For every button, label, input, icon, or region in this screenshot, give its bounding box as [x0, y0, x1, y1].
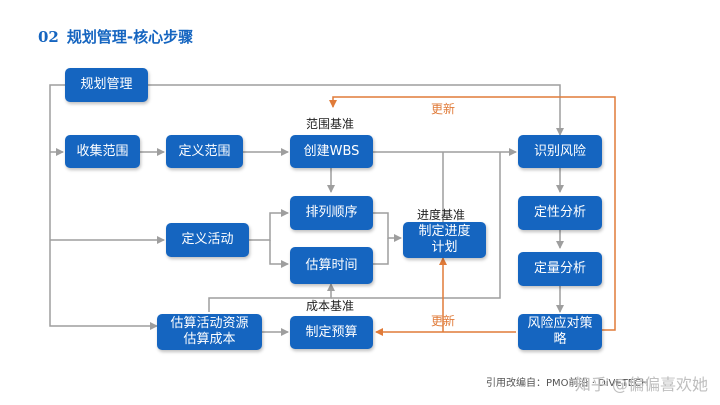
activity-to-duration-line — [269, 240, 289, 268]
duration-to-schedule-line — [373, 238, 389, 265]
source-note: 引用改编自：PMO前沿 · DiVETECH — [486, 378, 649, 389]
plan-to-risk-line — [148, 84, 564, 136]
left-trunk-line — [49, 84, 158, 330]
watermark: 知乎 @偏偏喜欢她 — [574, 375, 708, 394]
page-title: 02 规划管理-核心步骤 — [38, 26, 193, 47]
activity-to-sequence-line — [249, 209, 289, 241]
node-collect-scope[interactable]: 收集范围 — [65, 135, 140, 168]
node-qualitative[interactable]: 定性分析 — [518, 196, 602, 230]
budget-risk-link-line — [331, 152, 501, 299]
node-create-wbs[interactable]: 创建WBS — [290, 135, 373, 168]
update-top-line — [329, 96, 616, 331]
node-identify-risk[interactable]: 识别风险 — [518, 135, 602, 168]
label-update-bottom: 更新 — [431, 314, 456, 328]
node-estimate-duration[interactable]: 估算时间 — [290, 247, 373, 284]
section-title: 规划管理-核心步骤 — [66, 28, 194, 46]
node-estimate-resource[interactable]: 估算活动资源 估算成本 — [157, 314, 262, 350]
node-risk-response[interactable]: 风险应对策 略 — [518, 314, 602, 350]
node-quantitative[interactable]: 定量分析 — [518, 252, 602, 286]
sequence-to-schedule-line — [373, 212, 402, 242]
node-sequence[interactable]: 排列顺序 — [290, 196, 373, 230]
label-scope-baseline: 范围基准 — [306, 117, 355, 131]
node-define-activity[interactable]: 定义活动 — [166, 223, 249, 257]
section-number: 02 — [38, 28, 59, 46]
node-budget[interactable]: 制定预算 — [290, 316, 373, 349]
label-cost-baseline: 成本基准 — [306, 299, 355, 313]
node-define-scope[interactable]: 定义范围 — [166, 135, 243, 168]
node-schedule[interactable]: 制定进度 计划 — [403, 222, 486, 258]
label-schedule-baseline: 进度基准 — [417, 208, 466, 222]
node-plan-mgmt[interactable]: 规划管理 — [65, 68, 148, 102]
resource-to-duration-line — [208, 283, 335, 312]
label-update-top: 更新 — [431, 102, 456, 116]
